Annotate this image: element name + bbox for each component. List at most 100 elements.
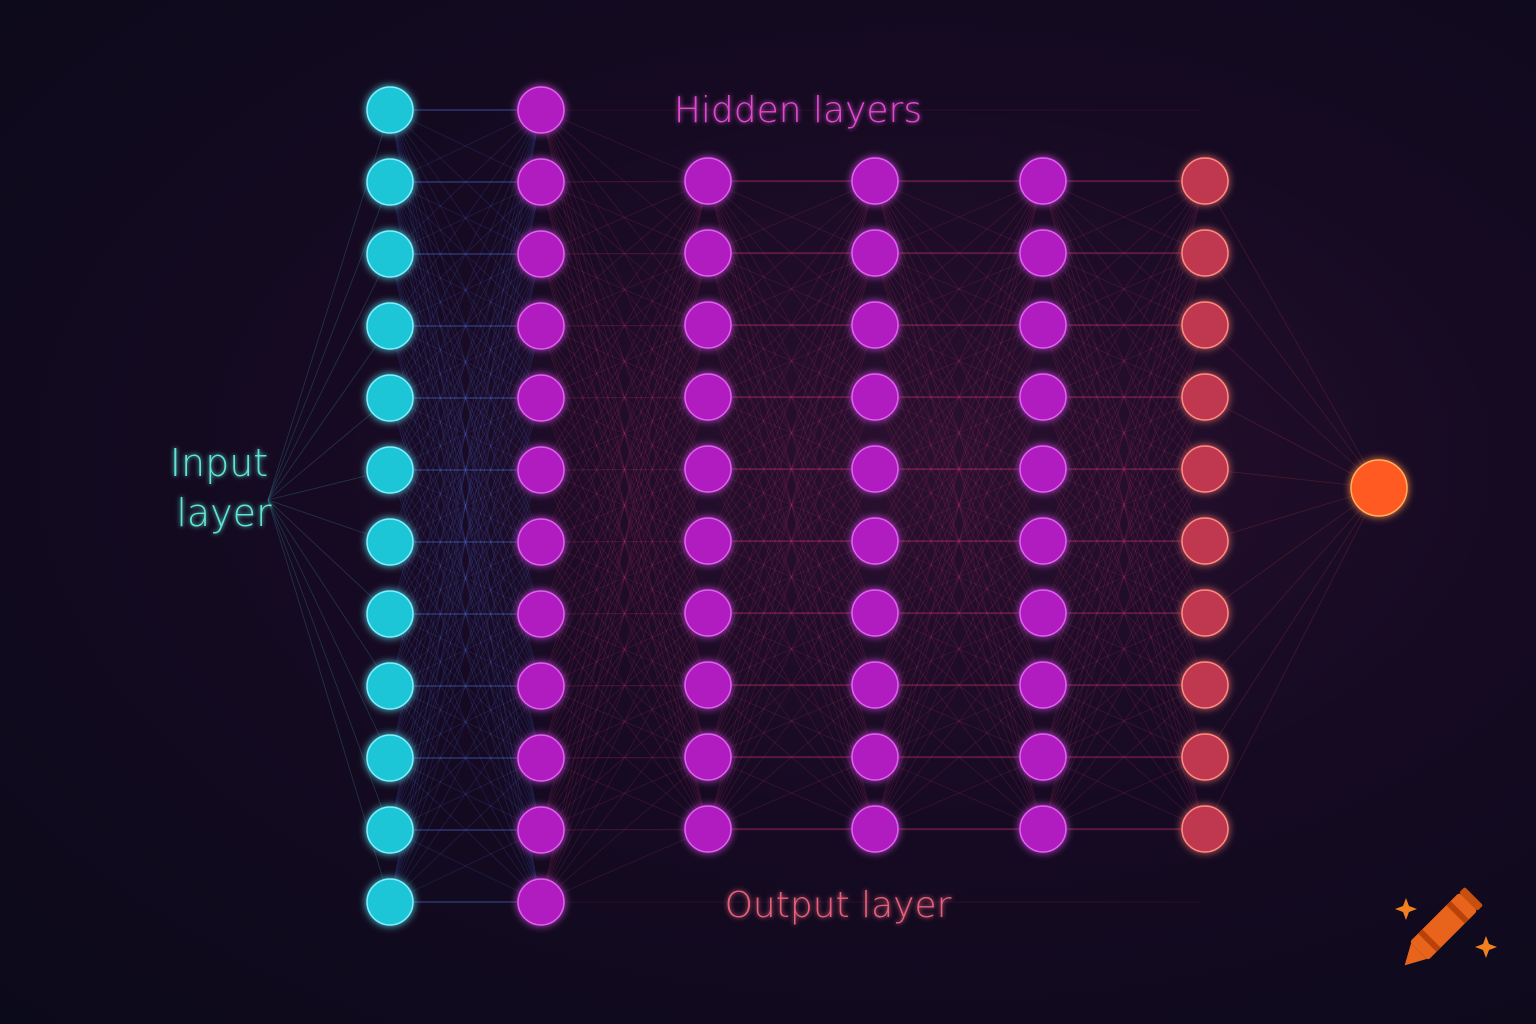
connection-line — [389, 253, 542, 543]
connection-line — [874, 756, 1044, 830]
connection-line — [389, 613, 542, 831]
connection-line — [389, 109, 542, 399]
connection-line — [1042, 540, 1206, 758]
connection-line — [540, 180, 709, 543]
connection-line — [389, 397, 542, 687]
hidden-1-neuron — [517, 806, 565, 854]
connection-line — [874, 396, 1044, 758]
connection-line — [1042, 468, 1206, 542]
connection-line — [389, 613, 542, 687]
connection-line — [874, 180, 1044, 686]
connection-line — [874, 324, 1044, 614]
connection-line — [707, 252, 876, 614]
connection-line — [389, 685, 542, 759]
hidden-1-neuron — [517, 446, 565, 494]
connection-line — [389, 181, 542, 687]
connection-line — [874, 252, 1044, 614]
connection-line — [540, 252, 709, 543]
connection-line — [540, 468, 709, 687]
connection-line — [540, 397, 709, 686]
connection-line — [389, 109, 542, 327]
connection-line — [540, 181, 709, 686]
connection-line — [540, 180, 709, 471]
hidden-1-neuron — [517, 590, 565, 638]
connection-line — [540, 396, 709, 471]
connection-line — [389, 613, 542, 831]
connection-line — [874, 324, 1044, 542]
connection-line — [540, 612, 709, 615]
connection-line — [874, 324, 1044, 470]
hidden-3-neuron — [851, 373, 899, 421]
connection-line — [540, 684, 709, 903]
hidden-3-neuron — [851, 517, 899, 565]
connection-line — [707, 252, 876, 398]
connection-line — [1042, 396, 1206, 470]
connection-line — [707, 180, 876, 398]
connection-line — [389, 325, 542, 687]
connection-line — [540, 109, 709, 182]
connection-line — [1042, 396, 1206, 830]
hidden-4-neuron — [1019, 301, 1067, 349]
connection-line — [540, 397, 709, 830]
connection-line — [707, 540, 876, 686]
hidden-4-neuron — [1019, 445, 1067, 493]
connection-line — [389, 541, 542, 687]
connection-line — [1042, 468, 1206, 542]
connection-line — [1042, 396, 1206, 470]
connection-line — [540, 324, 709, 759]
connection-line — [707, 180, 876, 542]
input-neuron — [366, 734, 414, 782]
connection-line — [1042, 324, 1206, 686]
connection-line — [1042, 180, 1206, 614]
connection-line — [540, 109, 709, 830]
connection-line — [540, 324, 709, 543]
connection-line — [707, 324, 876, 542]
connection-line — [389, 469, 542, 615]
connection-line — [1042, 468, 1206, 686]
connection-line — [874, 252, 1044, 830]
connection-line — [1042, 612, 1206, 686]
connection-line — [540, 180, 709, 183]
connection-line — [874, 468, 1044, 686]
output-column-neuron — [1181, 517, 1229, 565]
hidden-3-neuron — [851, 589, 899, 637]
connection-line — [540, 540, 709, 903]
input-layer-label-line2: layer — [176, 491, 272, 535]
connection-line — [874, 396, 1044, 758]
neurons — [366, 86, 1408, 926]
connections — [389, 109, 1380, 903]
connection-line — [707, 540, 876, 614]
connection-line — [540, 109, 709, 614]
connection-line — [389, 253, 542, 399]
connection-line — [707, 324, 876, 398]
connection-line — [389, 109, 542, 831]
label-ray — [267, 499, 391, 687]
input-neuron — [366, 878, 414, 926]
connection-line — [389, 613, 542, 903]
connection-line — [874, 396, 1044, 470]
hidden-2-neuron — [684, 445, 732, 493]
connection-line — [389, 181, 542, 687]
connection-line — [874, 612, 1044, 830]
connection-line — [1042, 324, 1206, 830]
connection-line — [707, 612, 876, 686]
connection-line — [389, 181, 542, 543]
final-output-neuron — [1350, 459, 1408, 517]
connection-line — [540, 468, 709, 759]
connection-line — [874, 252, 1044, 470]
connection-line — [874, 252, 1044, 542]
connection-line — [540, 324, 709, 327]
connection-line — [389, 613, 542, 759]
connection-line — [1042, 612, 1206, 686]
connection-line — [707, 468, 876, 542]
connection-line — [389, 253, 542, 615]
connection-line — [1042, 180, 1206, 254]
input-neuron — [366, 662, 414, 710]
connection-line — [1042, 252, 1206, 398]
connection-line — [707, 540, 876, 758]
connection-line — [1042, 396, 1206, 614]
connection-line — [1042, 468, 1206, 758]
connection-line — [874, 180, 1044, 254]
hidden-2-neuron — [684, 517, 732, 565]
